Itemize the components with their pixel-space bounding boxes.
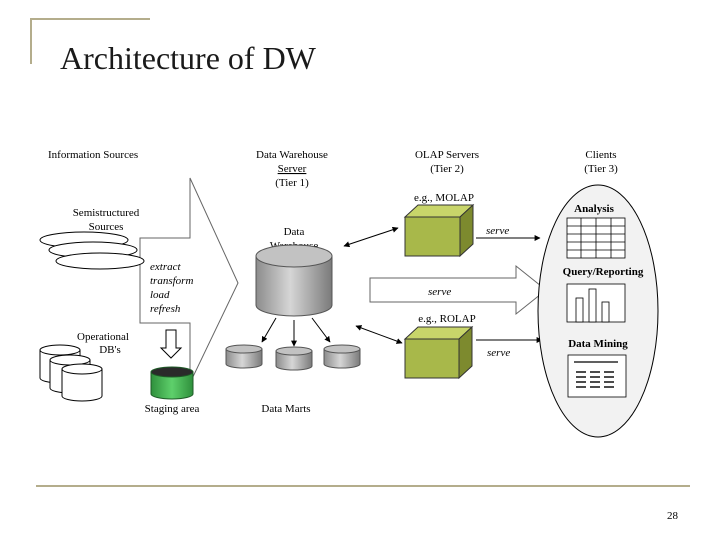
staging-area-icon [150, 366, 194, 400]
svg-text:Sources: Sources [89, 221, 124, 233]
data-mining-label: Data Mining [568, 338, 628, 350]
semistructured-sources-icon [39, 231, 145, 270]
svg-text:Data: Data [284, 226, 305, 238]
serve-arrow-bottom: serve [476, 337, 543, 359]
svg-text:Server: Server [278, 163, 307, 175]
page-title: Architecture of DW [60, 40, 316, 76]
data-marts-label: Data Marts [261, 403, 310, 415]
svg-text:(Tier 3): (Tier 3) [584, 163, 618, 175]
header-olap-servers: OLAP Servers (Tier 2) [415, 149, 479, 175]
svg-text:(Tier 1): (Tier 1) [275, 177, 309, 189]
header-information-sources: Information Sources [48, 149, 138, 161]
serve-arrow-mid [369, 264, 547, 316]
svg-text:Operational: Operational [77, 331, 129, 343]
svg-text:serve: serve [486, 225, 509, 237]
svg-text:serve: serve [487, 347, 510, 359]
svg-text:Clients: Clients [585, 149, 616, 161]
arrow-dw-rolap [355, 325, 403, 344]
svg-text:OLAP Servers: OLAP Servers [415, 149, 479, 161]
serve-mid-label: serve [428, 286, 451, 298]
bar-chart-icon [566, 283, 626, 323]
svg-text:transform: transform [150, 275, 193, 287]
title-accent-vertical [30, 18, 32, 64]
svg-text:load: load [150, 289, 170, 301]
query-reporting-label: Query/Reporting [563, 266, 644, 278]
data-marts-icons [225, 344, 361, 371]
molap-label: e.g., MOLAP [414, 192, 474, 204]
footer-divider [36, 485, 690, 487]
rolap-cube [403, 325, 474, 380]
data-warehouse-cylinder [255, 244, 333, 317]
data-mart-arrows [261, 317, 331, 347]
molap-cube [403, 203, 475, 258]
svg-text:refresh: refresh [150, 303, 181, 315]
svg-text:(Tier 2): (Tier 2) [430, 163, 464, 175]
svg-text:Semistructured: Semistructured [73, 207, 140, 219]
serve-arrow-top: serve [476, 225, 541, 241]
semistructured-label: Semistructured Sources [73, 207, 140, 233]
analysis-spreadsheet-icon [566, 217, 626, 259]
rolap-label: e.g., ROLAP [418, 313, 475, 325]
staging-area-label: Staging area [145, 403, 200, 415]
title-accent-horizontal [30, 18, 150, 20]
staging-arrow [159, 329, 183, 359]
operational-db-icon [39, 344, 103, 402]
header-clients: Clients (Tier 3) [584, 149, 618, 175]
header-dw-server: Data Warehouse Server (Tier 1) [256, 149, 328, 189]
page-number: 28 [667, 510, 678, 522]
etl-arrow [139, 177, 239, 384]
svg-text:extract: extract [150, 261, 181, 273]
arrow-dw-molap [343, 226, 399, 248]
analysis-label: Analysis [574, 203, 614, 215]
svg-text:DB's: DB's [99, 344, 121, 356]
operational-label: Operational DB's [77, 331, 129, 356]
document-icon [567, 354, 627, 398]
etl-label: extract transform load refresh [150, 261, 193, 315]
svg-text:Data Warehouse: Data Warehouse [256, 149, 328, 161]
